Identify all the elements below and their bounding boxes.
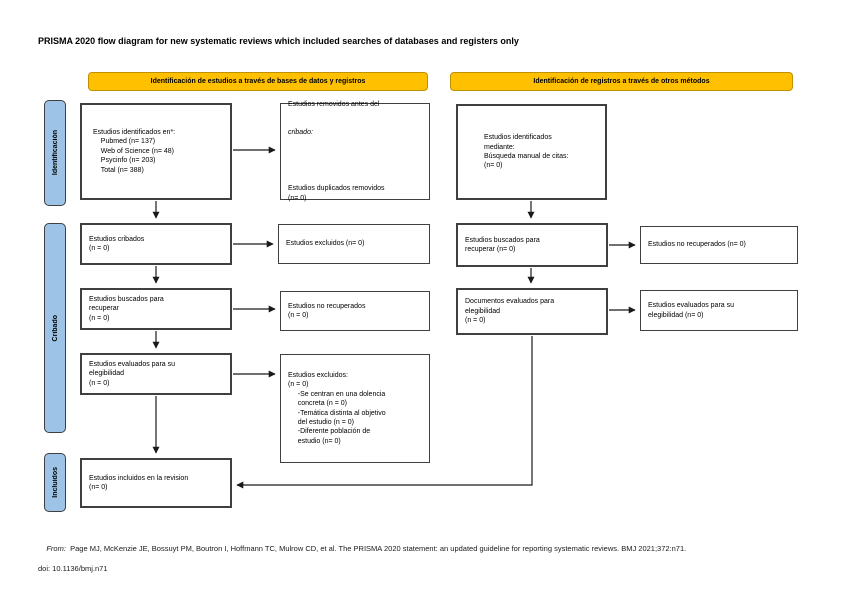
box-studies-assessed-eligibility-text: Estudios evaluados para su elegibilidad … — [89, 360, 175, 387]
removed-before-line2: Estudios duplicados removidos (n= 0) — [288, 185, 385, 202]
phase-label-included-text: Incluidos — [51, 467, 59, 498]
box-studies-identified-other-methods: Estudios identificados mediante: Búsqued… — [456, 104, 607, 200]
box-studies-sought-retrieval: Estudios buscados para recuperar (n = 0) — [80, 288, 232, 330]
box-studies-screened: Estudios cribados (n = 0) — [80, 223, 232, 265]
box-studies-identified-databases-text: Estudios identificados en*: Pubmed (n= 1… — [93, 128, 176, 174]
box-studies-assessed-eligibility-other-result-text: Estudios evaluados para su elegibilidad … — [648, 302, 734, 319]
header-identification-databases-label: Identificación de estudios a través de b… — [150, 78, 366, 85]
phase-label-screening: Cribado — [44, 223, 66, 433]
box-studies-not-retrieved-text: Estudios no recuperados (n = 0) — [288, 302, 366, 319]
box-documents-assessed-eligibility-other-text: Documentos evaluados para elegibilidad (… — [465, 298, 555, 325]
box-documents-assessed-eligibility-other: Documentos evaluados para elegibilidad (… — [456, 288, 608, 335]
box-studies-removed-before-screening: Estudios removidos antes del cribado: Es… — [280, 100, 430, 202]
header-identification-other-methods-label: Identificación de registros a través de … — [533, 78, 710, 85]
box-studies-screened-text: Estudios cribados (n = 0) — [89, 235, 145, 252]
box-studies-sought-retrieval-text: Estudios buscados para recuperar (n = 0) — [89, 295, 164, 322]
box-studies-excluded-text: Estudios excluidos (n= 0) — [286, 240, 365, 248]
phase-label-included: Incluidos — [44, 453, 66, 512]
box-studies-excluded: Estudios excluidos (n= 0) — [278, 224, 430, 264]
phase-label-identification-text: Identificación — [51, 130, 59, 176]
box-studies-assessed-eligibility: Estudios evaluados para su elegibilidad … — [80, 353, 232, 395]
box-studies-excluded-reasons: Estudios excluidos: (n = 0) -Se centran … — [280, 354, 430, 463]
box-studies-identified-databases: Estudios identificados en*: Pubmed (n= 1… — [80, 103, 232, 200]
citation-doi: doi: 10.1136/bmj.n71 — [38, 564, 108, 574]
phase-label-screening-text: Cribado — [51, 314, 59, 342]
box-studies-sought-other-text: Estudios buscados para recuperar (n= 0) — [465, 236, 540, 253]
box-studies-excluded-reasons-text: Estudios excluidos: (n = 0) -Se centran … — [288, 371, 386, 445]
box-studies-assessed-eligibility-other-result: Estudios evaluados para su elegibilidad … — [640, 290, 798, 331]
box-studies-included-review-text: Estudios incluidos en la revision (n= 0) — [89, 474, 189, 491]
header-identification-other-methods: Identificación de registros a través de … — [450, 72, 793, 91]
citation-body: Page MJ, McKenzie JE, Bossuyt PM, Boutro… — [65, 544, 687, 554]
box-studies-included-review: Estudios incluidos en la revision (n= 0) — [80, 458, 232, 508]
removed-before-line1: Estudios removidos antes del — [288, 100, 380, 108]
removed-before-gap — [288, 156, 424, 165]
header-identification-databases: Identificación de estudios a través de b… — [88, 72, 428, 91]
removed-before-line1-italic: cribado: — [288, 129, 313, 137]
box-studies-not-retrieved-other-text: Estudios no recuperados (n= 0) — [648, 241, 746, 249]
box-studies-identified-other-methods-text: Estudios identificados mediante: Búsqued… — [484, 134, 569, 170]
box-studies-not-retrieved: Estudios no recuperados (n = 0) — [280, 291, 430, 331]
phase-label-identification: Identificación — [44, 100, 66, 206]
citation-prefix: From: — [46, 544, 66, 554]
page-title: PRISMA 2020 flow diagram for new systema… — [38, 36, 519, 46]
box-studies-sought-other: Estudios buscados para recuperar (n= 0) — [456, 223, 608, 267]
box-studies-not-retrieved-other: Estudios no recuperados (n= 0) — [640, 226, 798, 264]
citation: From: Page MJ, McKenzie JE, Bossuyt PM, … — [38, 534, 830, 595]
